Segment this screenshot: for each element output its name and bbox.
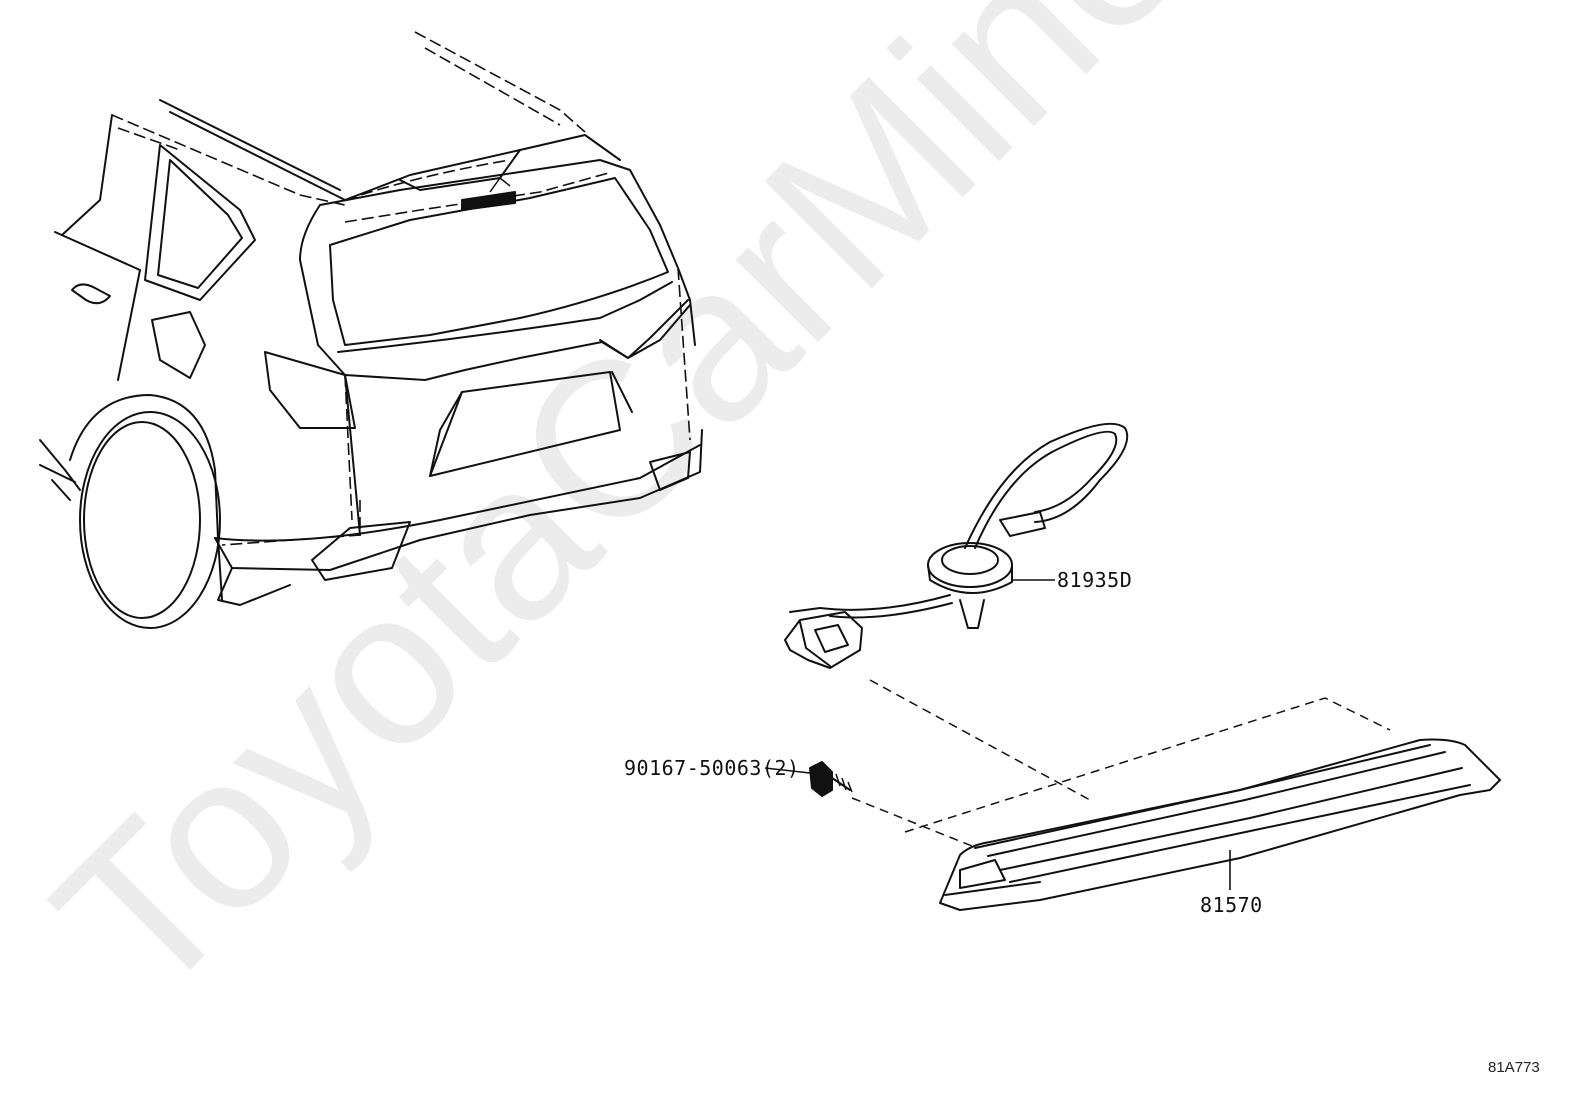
part-number-label: 90167-50063(2) (624, 756, 800, 780)
wire-harness-part (784, 422, 1129, 669)
assembly-lines (851, 679, 1391, 847)
vehicle-rear-illustration (39, 31, 703, 629)
callout-90167-50063: 90167-50063(2) (624, 756, 811, 780)
callout-81935D: 81935D (1012, 568, 1132, 592)
part-number-label: 81570 (1200, 893, 1263, 917)
callout-81570: 81570 (1200, 850, 1263, 917)
figure-reference: 81A773 (1488, 1059, 1540, 1076)
stop-lamp-part (939, 738, 1501, 911)
part-number-label: 81935D (1057, 568, 1132, 592)
screw-part (809, 761, 853, 797)
